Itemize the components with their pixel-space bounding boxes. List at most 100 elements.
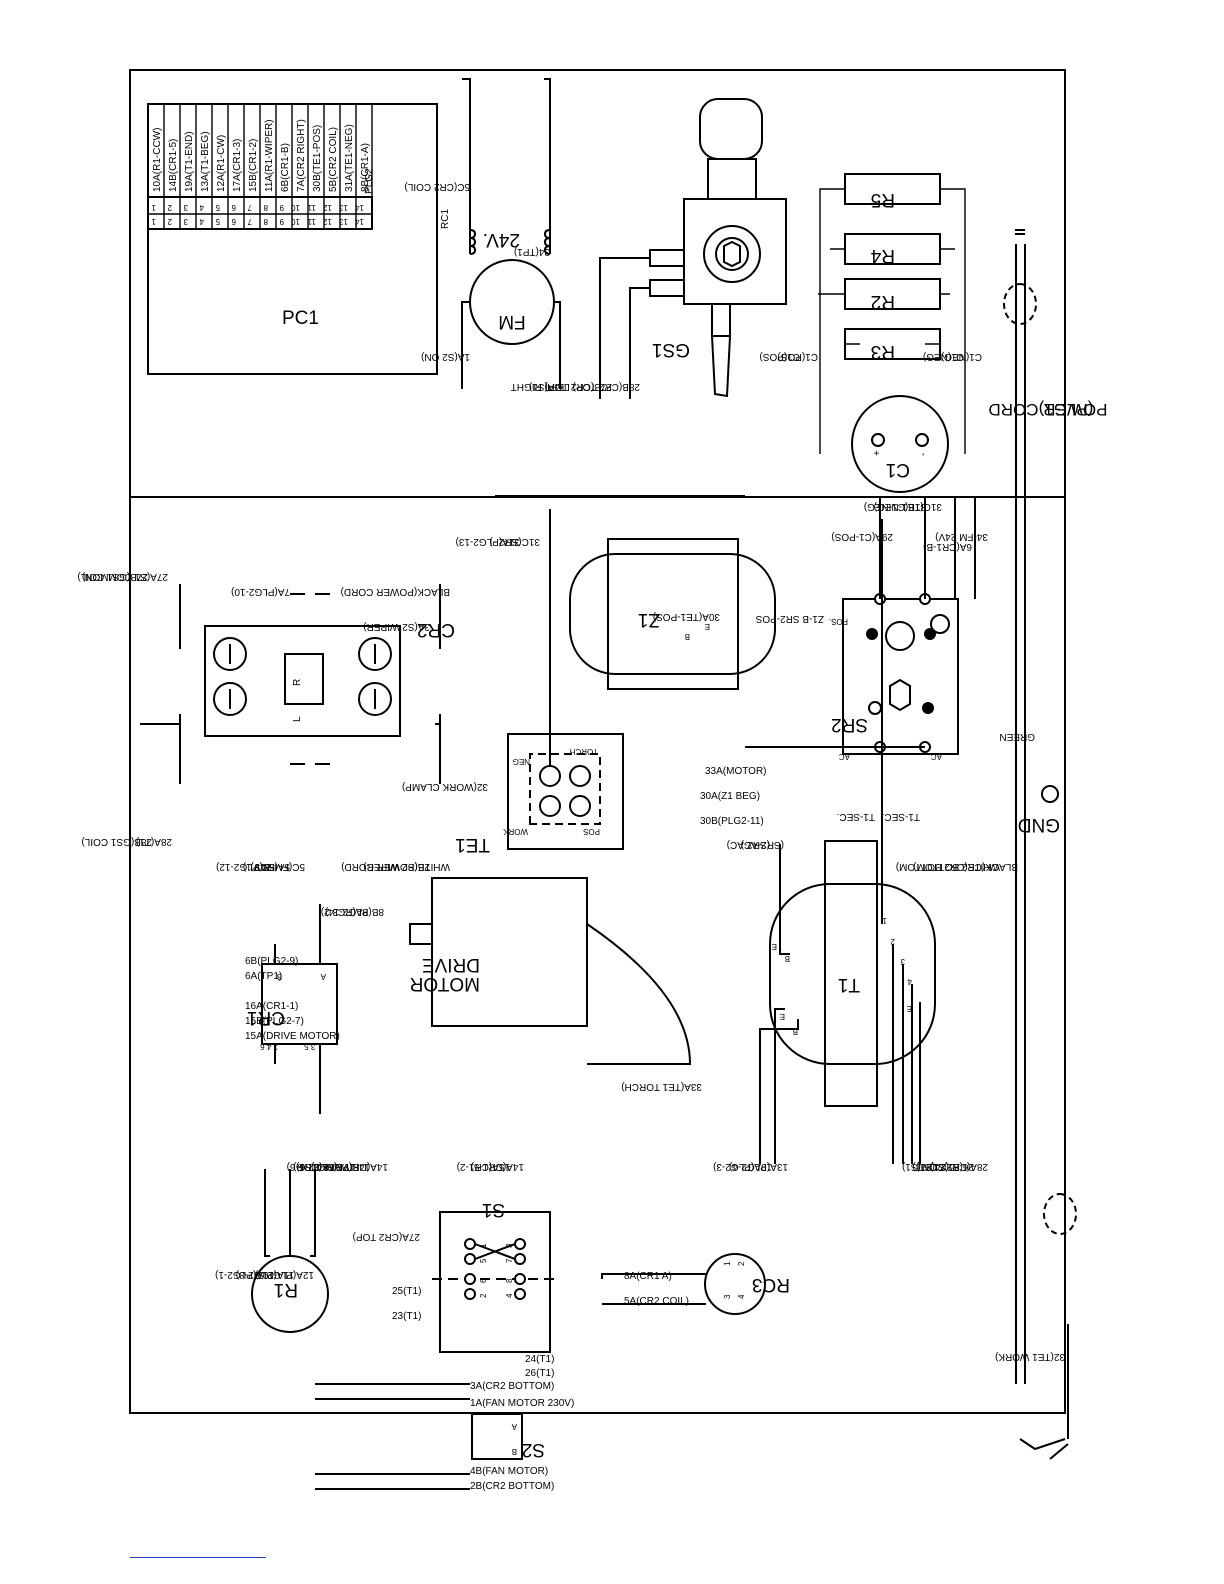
wire-5c-fm24v: 5C(FM 24V)	[251, 861, 305, 872]
s1-contact[interactable]	[514, 1273, 526, 1285]
wire-26-t1: 26(T1)	[525, 1368, 554, 1379]
z1-winding	[569, 553, 776, 675]
te1-pos-stud[interactable]	[569, 795, 591, 817]
c1-neg-terminal[interactable]	[915, 433, 929, 447]
ground-lug[interactable]	[1041, 785, 1059, 803]
plg2-wire-label: 5B(CR2 COIL)	[328, 127, 339, 192]
sr2-top-wires	[879, 497, 976, 599]
s1-contact[interactable]	[464, 1253, 476, 1265]
wire-32-te1work: 32(TE1 WORK)	[995, 1351, 1065, 1362]
wire-10a-plg2-1: 10A(PLG2-1)	[215, 1269, 274, 1280]
r5-label: R5	[871, 189, 895, 210]
z1-e-terminal: E	[705, 622, 710, 631]
c1-plus: +	[872, 450, 883, 456]
plg2-wire-label: 7A(CR2 RIGHT)	[296, 119, 307, 192]
gs1-nut	[723, 240, 741, 268]
rc3-pin-1: 1	[723, 1261, 732, 1266]
te1-work-stud[interactable]	[539, 795, 561, 817]
sr2-dot-3	[922, 702, 934, 714]
wire-8a-rc3-2: 8A(RC3 2)	[321, 906, 368, 917]
s1-contact[interactable]	[464, 1288, 476, 1300]
plg2-wire-label: 14B(CR1-5)	[168, 139, 179, 192]
plg2-pin-number: 7	[247, 217, 252, 226]
wire-1a-fanmotor: 1A(FAN MOTOR 230V)	[470, 1398, 574, 1409]
s1-contact[interactable]	[464, 1238, 476, 1250]
plg2-pin-number: 9	[279, 217, 284, 226]
wire-31c-sr2neg: 31C(SR2 -)	[489, 536, 540, 547]
wire-14a-cr1-5: 14A(CR1-5)	[471, 1161, 524, 1172]
plg2-pin-number: 5	[215, 203, 220, 212]
t1-n2: 2	[890, 937, 895, 946]
wire-13a-plg2-4: 13A(PLG2-4)	[729, 1161, 788, 1172]
cr2-label: CR2	[417, 619, 455, 640]
24v-label: 24V.	[483, 229, 520, 250]
drive-motor-body	[431, 877, 588, 1027]
wire-14a-drivemotor: 14A(DRIVE MOTOR)	[293, 1161, 388, 1172]
plg2-pin-number: 4	[199, 203, 204, 212]
receptacle-rc3[interactable]	[704, 1253, 766, 1315]
wire-31b-c1neg: 31B(C1-NEG)	[864, 501, 926, 512]
plg2-pin-number: 6	[231, 217, 236, 226]
plg2-terminal-table: 1110A(R1-CCW)2214B(CR1-5)3319A(T1-END)44…	[147, 104, 373, 230]
wire-25-s1: 25(S1)	[930, 1161, 960, 1172]
plg2-pin-number: 14	[355, 203, 364, 212]
sr2-nut	[889, 678, 911, 712]
c1-pos-terminal[interactable]	[871, 433, 885, 447]
te1-neg-stud[interactable]	[539, 765, 561, 787]
s1-contact[interactable]	[514, 1288, 526, 1300]
power-cord-bushing	[1003, 283, 1037, 325]
r4-label: R4	[870, 245, 895, 266]
te1-torch-stud[interactable]	[569, 765, 591, 787]
s1-contact[interactable]	[514, 1238, 526, 1250]
rc3-label: RC3	[752, 1274, 790, 1295]
fm-label: FM	[498, 311, 525, 332]
plg2-pin-number: 11	[307, 203, 316, 212]
wire-5b-plg2-12: 5B(PLG2-12)	[216, 861, 275, 872]
24v-coil	[469, 229, 551, 255]
t1sec-a: T1-SEC.	[837, 811, 875, 822]
t1-b-terminal-2: B	[793, 1027, 798, 1036]
t1-n1: 1	[882, 916, 887, 925]
top-panel-edge	[552, 70, 1066, 498]
cr2-r-terminal: R	[292, 679, 303, 686]
wire-8b-plg2-14: 8B(PLG2-14)	[325, 906, 384, 917]
wire-white-power-cord: WHITE(POWER CORD)	[341, 861, 450, 872]
switch-s2[interactable]	[471, 1413, 523, 1460]
drive-motor-shaft	[409, 923, 433, 945]
t1-core	[824, 840, 878, 1107]
cr2-screws	[213, 637, 392, 716]
plg2-wire-label: 19A(T1-END)	[184, 131, 195, 192]
switch-s1[interactable]	[439, 1211, 551, 1353]
plg2-wire-label: 30B(TE1-POS)	[312, 125, 323, 192]
rc3-wires	[601, 1273, 706, 1305]
plg2-pin-number: 13	[339, 217, 348, 226]
wire-31c-te1neg: 31C(TE1-NEG)	[874, 501, 942, 512]
s1-contact[interactable]	[464, 1273, 476, 1285]
z1-core	[607, 538, 739, 690]
work-clamp[interactable]	[1019, 1438, 1069, 1460]
gs1-wires	[599, 257, 650, 399]
drive-motor-gearbox	[586, 922, 692, 1065]
wire-15a-cr1-2: 15A(CR1-2)	[457, 1161, 510, 1172]
wire-19a-plg2-3: 19A(PLG2-3)	[713, 1161, 772, 1172]
wire-28b-gs1coil: 28B(GS1 COIL)	[81, 836, 152, 847]
t1-wires	[759, 519, 921, 1164]
resistor-wires	[818, 188, 966, 454]
wire-27a-s1common: 27A(S1 COMMON)	[82, 571, 168, 582]
wire-33a-motor: 33A(MOTOR)	[705, 766, 767, 777]
cr1-row-2: 1 3 5	[304, 1042, 322, 1051]
te1-block	[507, 733, 624, 850]
rc3-pin-4: 4	[737, 1294, 746, 1299]
wire-6a-cr1b: 6A(CR1-B)	[923, 541, 972, 552]
wire-15b-plg2-7: 15B(PLG2-7)	[245, 1016, 304, 1027]
gs1-label: GS1	[652, 339, 690, 360]
sr2ac-a: (SR2-AC)	[727, 839, 770, 850]
wire-30a-te1pos: 30A(TE1-POS)	[653, 611, 720, 622]
wire-29a-c1pos: 29A(C1-POS)	[831, 531, 893, 542]
s1-contact[interactable]	[514, 1253, 526, 1265]
wire-33a-te1torch: 33A(TE1 TORCH)	[621, 1081, 702, 1092]
plg2-pin-number: 12	[323, 203, 332, 212]
wire-5c-cr2coil: 5C(CR2 COIL)	[404, 181, 470, 192]
c1-minus: -	[918, 453, 929, 456]
wire-16a-cr1-1: 16A(CR1-1)	[245, 1001, 298, 1012]
